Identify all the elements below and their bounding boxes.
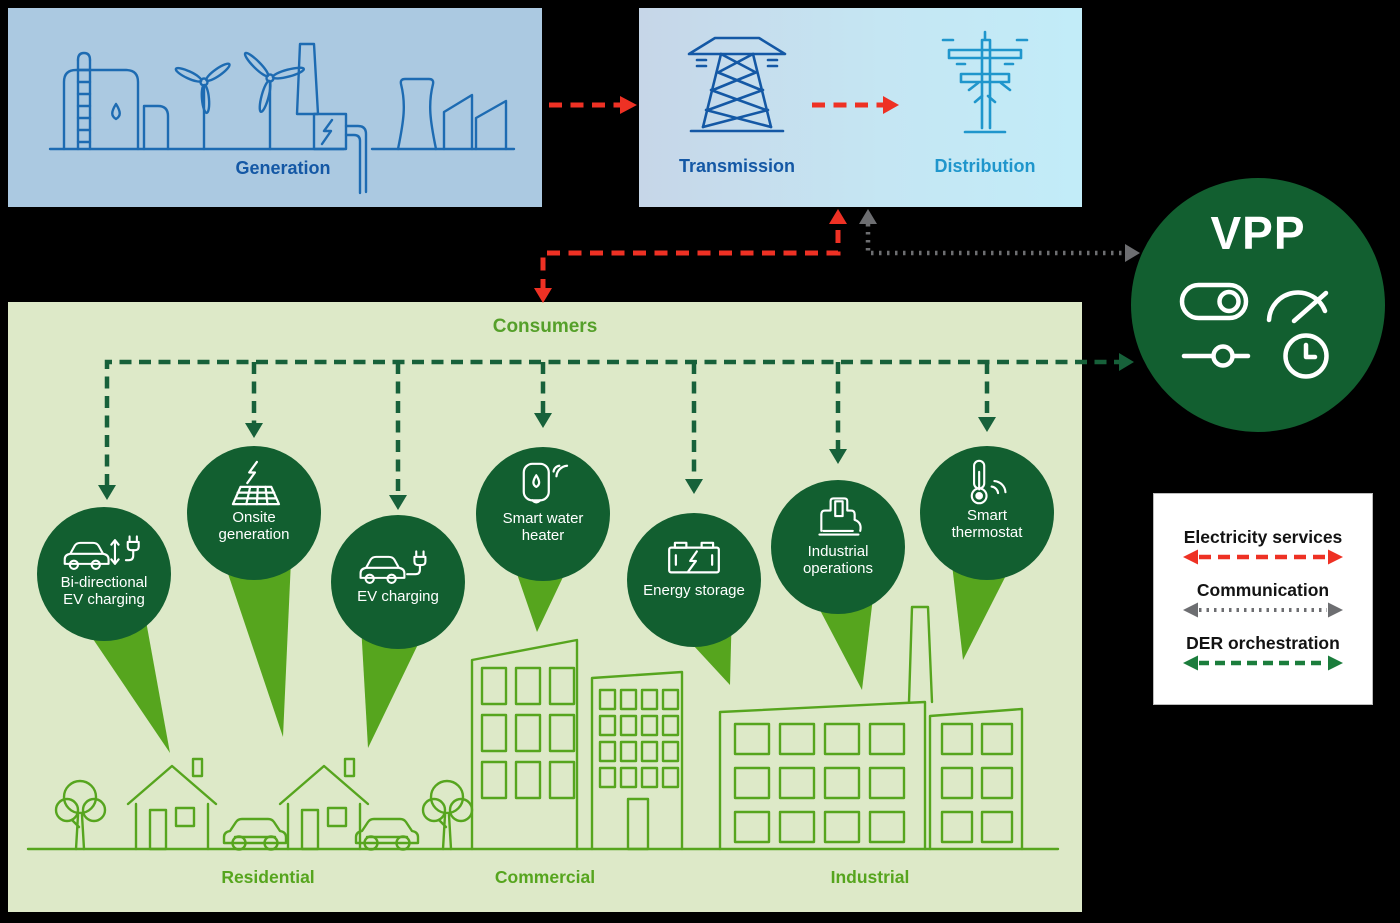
generation-label: Generation xyxy=(235,158,331,178)
node-label: Smart thermostat xyxy=(951,507,1023,541)
legend-item-electricity-services: Electricity services xyxy=(1154,527,1372,566)
section-label-industrial: Industrial xyxy=(830,867,910,887)
energy-storage-icon xyxy=(668,541,720,574)
legend-item-communication: Communication xyxy=(1154,580,1372,619)
vpp-circle: VPP xyxy=(1131,178,1385,432)
node-label: Bi-directional EV charging xyxy=(60,574,148,608)
node-label: Onsite generation xyxy=(218,509,290,543)
vpp-label: VPP xyxy=(1210,207,1306,259)
bidirectional-ev-charging-icon xyxy=(63,535,140,570)
transmission-tower-icon xyxy=(687,36,787,133)
industrial-scene xyxy=(718,605,1024,851)
fuel-tank-icon xyxy=(62,51,170,151)
legend-label: DER orchestration xyxy=(1186,632,1340,653)
node-energy-storage: Energy storage xyxy=(627,513,761,647)
generation-icons xyxy=(48,42,516,195)
cityscape xyxy=(26,538,1060,851)
node-onsite-generation: Onsite generation xyxy=(187,446,321,580)
gray-dotted-arrow-icon xyxy=(1183,602,1343,617)
node-industrial-operations: Industrial operations xyxy=(771,480,905,614)
transmission-distribution-box: Transmission Distribution xyxy=(639,8,1082,207)
communication-arrowheads xyxy=(859,209,1140,262)
node-smart-thermostat: Smart thermostat xyxy=(920,446,1054,580)
gauge-icon xyxy=(1266,290,1329,324)
section-label-residential: Residential xyxy=(221,867,315,887)
legend: Electricity services Communication DER o… xyxy=(1153,493,1373,705)
node-label: Energy storage xyxy=(643,582,745,599)
red-dashed-arrow-icon xyxy=(1183,549,1343,564)
residential-scene xyxy=(54,757,474,851)
legend-item-der-orchestration: DER orchestration xyxy=(1154,633,1372,672)
section-label-commercial: Commercial xyxy=(494,867,596,887)
smart-thermostat-icon xyxy=(970,459,1007,505)
node-bidirectional-ev-charging: Bi-directional EV charging xyxy=(37,507,171,641)
onsite-generation-icon xyxy=(231,460,281,506)
clock-icon xyxy=(1283,333,1329,379)
consumers-box: Consumers xyxy=(8,302,1082,912)
generation-box: Generation xyxy=(8,8,542,207)
consumers-label: Consumers xyxy=(492,316,598,337)
transmission-label: Transmission xyxy=(678,156,796,176)
legend-label: Communication xyxy=(1196,579,1330,600)
ev-charging-icon xyxy=(359,550,427,584)
node-ev-charging: EV charging xyxy=(331,515,465,649)
factory-icon xyxy=(442,93,508,151)
node-label: Smart water heater xyxy=(502,510,584,544)
distribution-label: Distribution xyxy=(934,156,1036,176)
node-label: EV charging xyxy=(357,588,439,605)
wind-turbine-icon xyxy=(174,51,306,151)
communication-lines xyxy=(865,224,1124,256)
commercial-scene xyxy=(470,638,684,851)
node-label: Industrial operations xyxy=(802,543,874,577)
cooling-tower-icon xyxy=(396,77,438,151)
industrial-operations-icon xyxy=(818,497,862,536)
vpp-control-icons xyxy=(1179,282,1329,379)
smart-water-heater-icon xyxy=(522,462,569,504)
node-smart-water-heater: Smart water heater xyxy=(476,447,610,581)
green-dashed-arrow-icon xyxy=(1183,655,1343,670)
slider-icon xyxy=(1181,344,1251,368)
utility-pole-icon xyxy=(941,30,1029,134)
toggle-icon xyxy=(1179,282,1249,321)
legend-label: Electricity services xyxy=(1183,526,1343,547)
